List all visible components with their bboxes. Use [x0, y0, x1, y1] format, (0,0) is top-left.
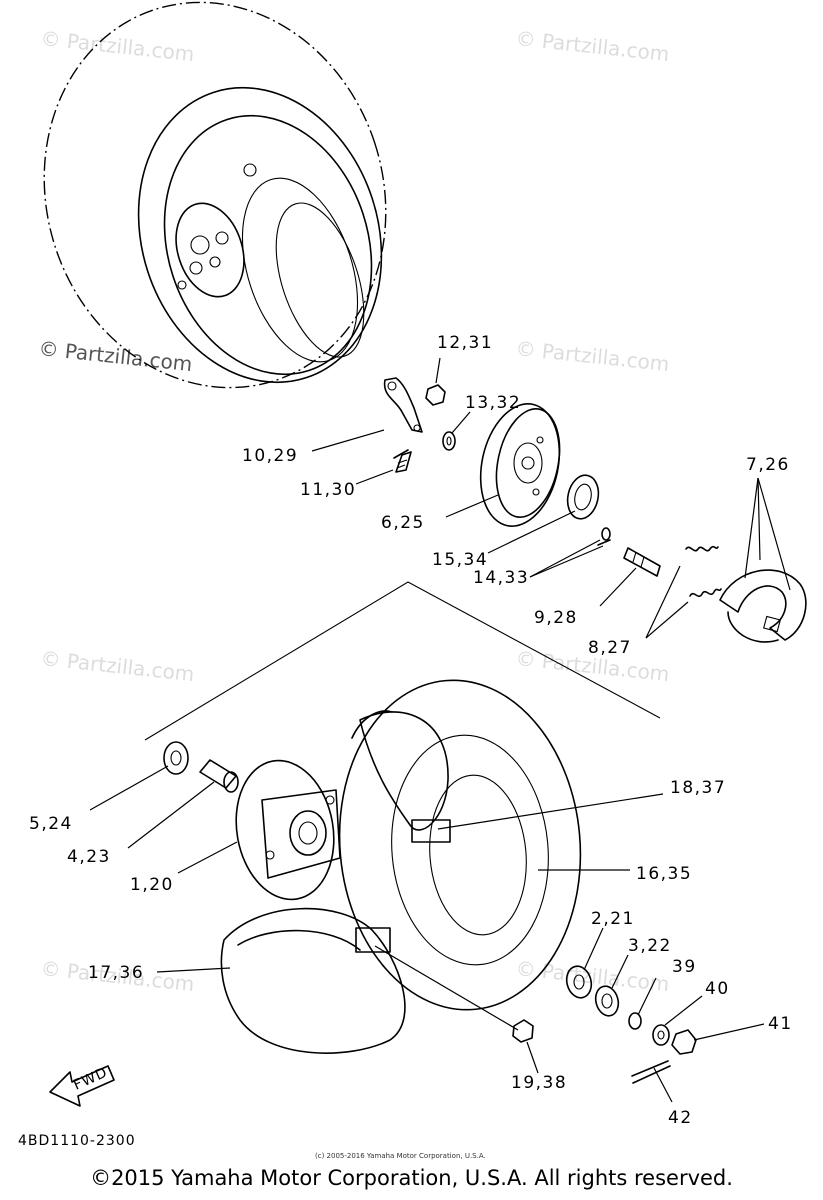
callout-19-38: 19,38: [511, 1073, 567, 1093]
watermark: © Partzilla.com: [514, 336, 670, 376]
brake-camshaft-drawing: [623, 547, 661, 577]
callout-6-25: 6,25: [381, 513, 425, 533]
fwd-direction-arrow: FWD: [49, 1065, 115, 1107]
callout-2-21: 2,21: [591, 909, 635, 929]
callout-39: 39: [672, 957, 697, 977]
callout-7-26: 7,26: [746, 455, 790, 475]
callout-5-24: 5,24: [29, 814, 73, 834]
callout-16-35: 16,35: [636, 864, 692, 884]
callout-1-20: 1,20: [130, 875, 174, 895]
cotter-pin-drawing: [631, 1060, 671, 1084]
assembled-wheel-drawing: [43, 1, 387, 389]
leader-lines: [89, 357, 791, 1103]
callout-40: 40: [705, 979, 730, 999]
watermark: © Partzilla.com: [514, 26, 670, 66]
nut-drawing: [425, 384, 446, 406]
callout-13-32: 13,32: [465, 393, 521, 413]
callout-12-31: 12,31: [437, 333, 493, 353]
washer-lower-drawing: [652, 1024, 670, 1046]
small-credit: (c) 2005-2016 Yamaha Motor Corporation, …: [315, 1152, 486, 1160]
oil-seal-lower-drawing: [594, 985, 620, 1017]
axle-nut-drawing: [671, 1029, 697, 1055]
fwd-label: FWD: [71, 1065, 110, 1094]
assembly-boundary-lines: [144, 581, 661, 741]
diagram-code: 4BD1110-2300: [18, 1133, 136, 1149]
outer-rim-half-drawing: [220, 907, 406, 1054]
callout-42: 42: [668, 1108, 693, 1128]
callout-18-37: 18,37: [670, 778, 726, 798]
copyright-notice: ©2015 Yamaha Motor Corporation, U.S.A. A…: [90, 1166, 733, 1190]
callout-10-29: 10,29: [242, 446, 298, 466]
wheel-hub-drawing: [235, 759, 341, 901]
callout-14-33: 14,33: [473, 568, 529, 588]
hub-bearing-drawing: [163, 741, 189, 775]
watermark: © Partzilla.com: [39, 646, 195, 686]
callout-11-30: 11,30: [300, 480, 356, 500]
oil-seal-drawing: [566, 474, 600, 520]
bolt-drawing: [393, 449, 412, 473]
watermark: © Partzilla.com: [39, 26, 195, 66]
callout-15-34: 15,34: [432, 550, 488, 570]
spacer-collar-drawing: [199, 759, 239, 793]
collar-drawing: [628, 1012, 642, 1030]
rim-nut-drawing: [512, 1019, 534, 1043]
wheel-bearing-drawing: [565, 965, 593, 999]
brake-cam-lever-drawing: [383, 377, 423, 433]
callout-8-27: 8,27: [588, 638, 632, 658]
brake-panel-drawing: [479, 403, 561, 527]
callout-4-23: 4,23: [67, 847, 111, 867]
brake-shoe-kit-drawing: [685, 545, 807, 643]
washer-drawing: [442, 431, 456, 451]
callout-9-28: 9,28: [534, 608, 578, 628]
o-ring-drawing: [597, 527, 611, 546]
callout-41: 41: [768, 1014, 793, 1034]
watermark: © Partzilla.com: [37, 336, 193, 376]
callout-3-22: 3,22: [628, 936, 672, 956]
callout-17-36: 17,36: [88, 963, 144, 983]
inner-rim-half-drawing: [351, 710, 451, 843]
